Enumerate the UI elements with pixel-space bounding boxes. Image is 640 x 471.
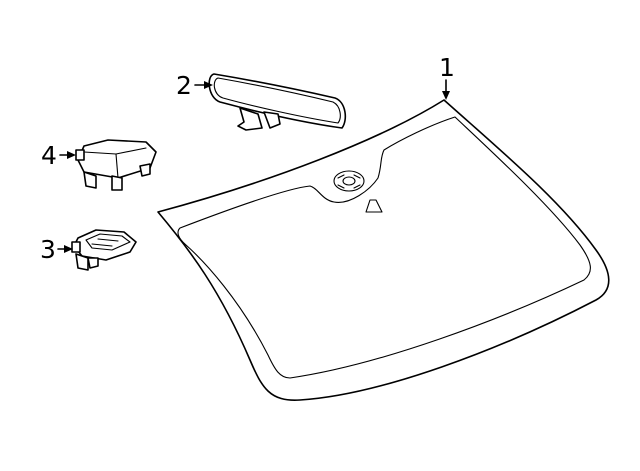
callout-2-arrowhead: [204, 81, 213, 89]
mirror-housing: [208, 73, 347, 129]
module-bracket-right: [111, 175, 123, 191]
sensor-bracket-left: [75, 253, 89, 271]
callout-1-label: 1: [439, 53, 455, 82]
callout-4-label: 4: [41, 141, 57, 170]
windshield: [157, 99, 610, 401]
windshield-sensor-detail: [337, 174, 361, 189]
sensor-bracket-right: [87, 257, 99, 269]
callout-2: 2: [176, 71, 213, 100]
callout-2-label: 2: [176, 71, 192, 100]
control-module: [75, 139, 157, 191]
sensor-plate-lines: [91, 238, 119, 247]
mirror-glass-rim: [213, 77, 341, 124]
callout-4-arrowhead: [67, 151, 76, 159]
mirror-mount-left: [237, 107, 263, 131]
windshield-sensor-plate: [333, 170, 365, 192]
callout-1: 1: [439, 53, 455, 100]
module-connector: [75, 149, 85, 161]
callout-3-arrowhead: [64, 245, 73, 253]
windshield-inner-edge: [177, 116, 591, 379]
rearview-mirror: [208, 73, 347, 131]
sensor-connector: [71, 241, 81, 253]
sensor-top-plate: [85, 233, 131, 251]
windshield-sensor-lens: [342, 176, 356, 186]
windshield-outer-edge: [157, 99, 610, 401]
windshield-mirror-button: [365, 199, 383, 213]
callout-3-label: 3: [40, 235, 56, 264]
callout-4: 4: [41, 141, 76, 170]
callout-3: 3: [40, 235, 73, 264]
module-bracket-left: [83, 171, 97, 189]
mirror-mount-right: [263, 111, 281, 129]
sensor-unit: [71, 229, 137, 271]
callout-1-arrowhead: [442, 91, 450, 100]
module-bracket-side: [139, 163, 151, 177]
module-front-edge: [115, 153, 119, 179]
